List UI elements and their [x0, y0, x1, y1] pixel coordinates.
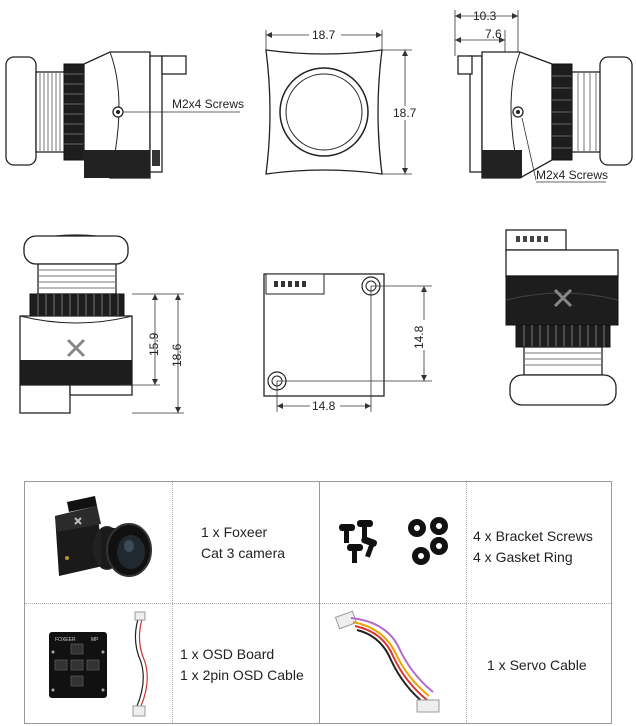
contents-line: 1 x 2pin OSD Cable: [180, 667, 304, 683]
right-depth-total-label: 10.3: [473, 9, 497, 23]
contents-line: 1 x Foxeer: [201, 524, 268, 540]
dimension-drawings: M2x4 Screws 18.7 18.7: [5, 9, 633, 414]
board-view: [263, 273, 432, 412]
front-view-square: [265, 30, 412, 175]
svg-text:FOXEER: FOXEER: [55, 637, 76, 643]
right-depth-bracket-label: 7.6: [485, 27, 502, 41]
camera-photo-icon: [55, 496, 152, 577]
right-screw-label: M2x4 Screws: [536, 168, 608, 182]
side-view-right: [454, 10, 633, 183]
side-view-left: [5, 51, 240, 179]
osd-board-icon: FOXEER MP: [49, 611, 148, 717]
contents-line: 4 x Bracket Screws: [473, 528, 593, 544]
screws-gaskets-icon: [339, 517, 448, 565]
servo-cable-icon: [334, 610, 440, 713]
board-hole-horizontal-label: 14.8: [312, 399, 336, 413]
contents-line: 4 x Gasket Ring: [473, 549, 573, 565]
camera-body-height-label: 15.9: [147, 332, 161, 356]
front-height-label: 18.7: [393, 106, 417, 120]
column-divider: [172, 482, 173, 723]
column-divider: [466, 482, 467, 723]
contents-line: Cat 3 camera: [201, 545, 286, 561]
contents-line: 1 x OSD Board: [180, 646, 275, 662]
contents-item-screws: 4 x Bracket Screws 4 x Gasket Ring: [473, 526, 593, 568]
row-divider: [25, 603, 611, 604]
contents-item-camera: 1 x Foxeer Cat 3 camera: [201, 522, 285, 564]
contents-line: 1 x Servo Cable: [487, 657, 587, 673]
contents-item-servo: 1 x Servo Cable: [487, 655, 587, 676]
svg-text:MP: MP: [91, 637, 99, 643]
package-contents-table: 1 x Foxeer Cat 3 camera 4 x Bracket Scre…: [24, 481, 612, 724]
camera-total-height-label: 18.6: [170, 343, 184, 367]
column-divider: [319, 482, 320, 723]
board-hole-vertical-label: 14.8: [412, 325, 426, 349]
camera-rear-view: [505, 229, 619, 406]
side-left-screw-label: M2x4 Screws: [172, 97, 244, 111]
front-width-label: 18.7: [312, 28, 336, 42]
camera-front-view: [19, 234, 184, 414]
contents-item-osd: 1 x OSD Board 1 x 2pin OSD Cable: [180, 644, 304, 686]
